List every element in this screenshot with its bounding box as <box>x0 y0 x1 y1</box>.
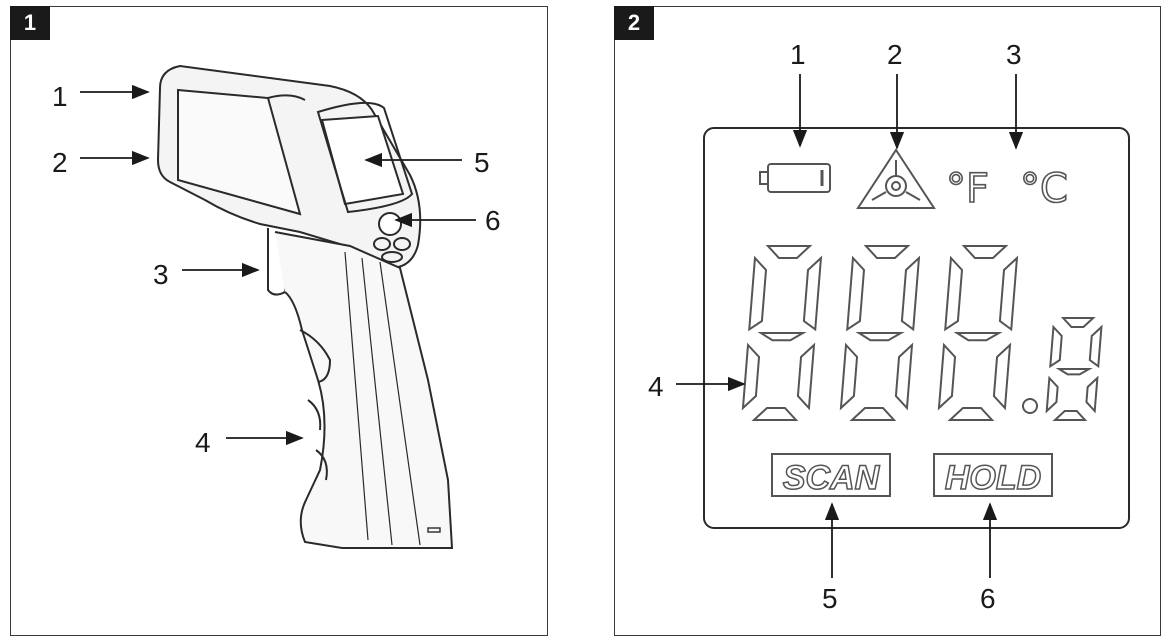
hold-indicator: HOLD <box>945 459 1041 497</box>
lcd-segment <box>757 332 807 342</box>
callout-3: 3 <box>1006 39 1022 70</box>
lcd-segment <box>796 342 816 411</box>
lcd-segment <box>855 332 905 342</box>
lcd-frame <box>703 127 1130 529</box>
lcd-segment <box>992 342 1012 411</box>
lcd-segment <box>900 255 921 332</box>
lcd-segment <box>1049 324 1063 369</box>
lcd-segment <box>1060 317 1096 328</box>
panel-number-badge: 2 <box>614 6 654 40</box>
callout-6: 6 <box>485 205 501 236</box>
panel-2-callouts: 1 2 3 4 5 6 <box>648 39 1024 614</box>
lcd-segment <box>937 342 957 411</box>
lcd-segment <box>944 255 964 332</box>
seven-segment-readout <box>741 245 1103 421</box>
lcd-segment <box>1055 368 1093 376</box>
celsius-label: °C <box>1020 166 1068 212</box>
lcd-segment <box>953 332 1003 342</box>
lcd-segment <box>839 342 859 411</box>
scan-indicator: SCAN <box>783 459 881 497</box>
decimal-point <box>1022 398 1038 414</box>
lcd-segment <box>894 342 914 411</box>
lcd-segment <box>1052 410 1088 421</box>
callout-3: 3 <box>153 259 169 290</box>
callout-2: 2 <box>52 147 68 178</box>
panel-1-callouts: 1 2 3 4 5 6 <box>52 81 501 458</box>
lcd-segment <box>849 407 897 421</box>
lcd-segment <box>748 255 768 332</box>
callout-4: 4 <box>195 427 211 458</box>
lcd-segment <box>765 245 813 259</box>
lcd-segment <box>751 407 799 421</box>
lcd-display: °F °C SCAN HOLD <box>703 127 1130 529</box>
lcd-segment <box>961 245 1009 259</box>
callout-1: 1 <box>790 39 806 70</box>
ir-thermometer-illustration <box>156 64 454 549</box>
battery-icon <box>759 163 831 193</box>
lcd-segment <box>802 255 823 332</box>
lcd-segment <box>846 255 866 332</box>
lcd-segment <box>1085 375 1099 414</box>
panel-number-badge: 1 <box>10 6 50 40</box>
callout-4: 4 <box>648 371 664 402</box>
callout-2: 2 <box>887 39 903 70</box>
callout-1: 1 <box>52 81 68 112</box>
callout-5: 5 <box>822 583 838 614</box>
laser-icon <box>856 148 936 209</box>
lcd-segment <box>863 245 911 259</box>
lcd-segment <box>1045 375 1059 414</box>
lcd-segment <box>947 407 995 421</box>
callout-6: 6 <box>980 583 996 614</box>
lcd-segment <box>1088 324 1103 369</box>
callout-5: 5 <box>474 147 490 178</box>
hold-indicator-box <box>933 453 1053 497</box>
lcd-segment <box>998 255 1019 332</box>
scan-indicator-box <box>771 453 891 497</box>
fahrenheit-label: °F <box>946 166 989 212</box>
